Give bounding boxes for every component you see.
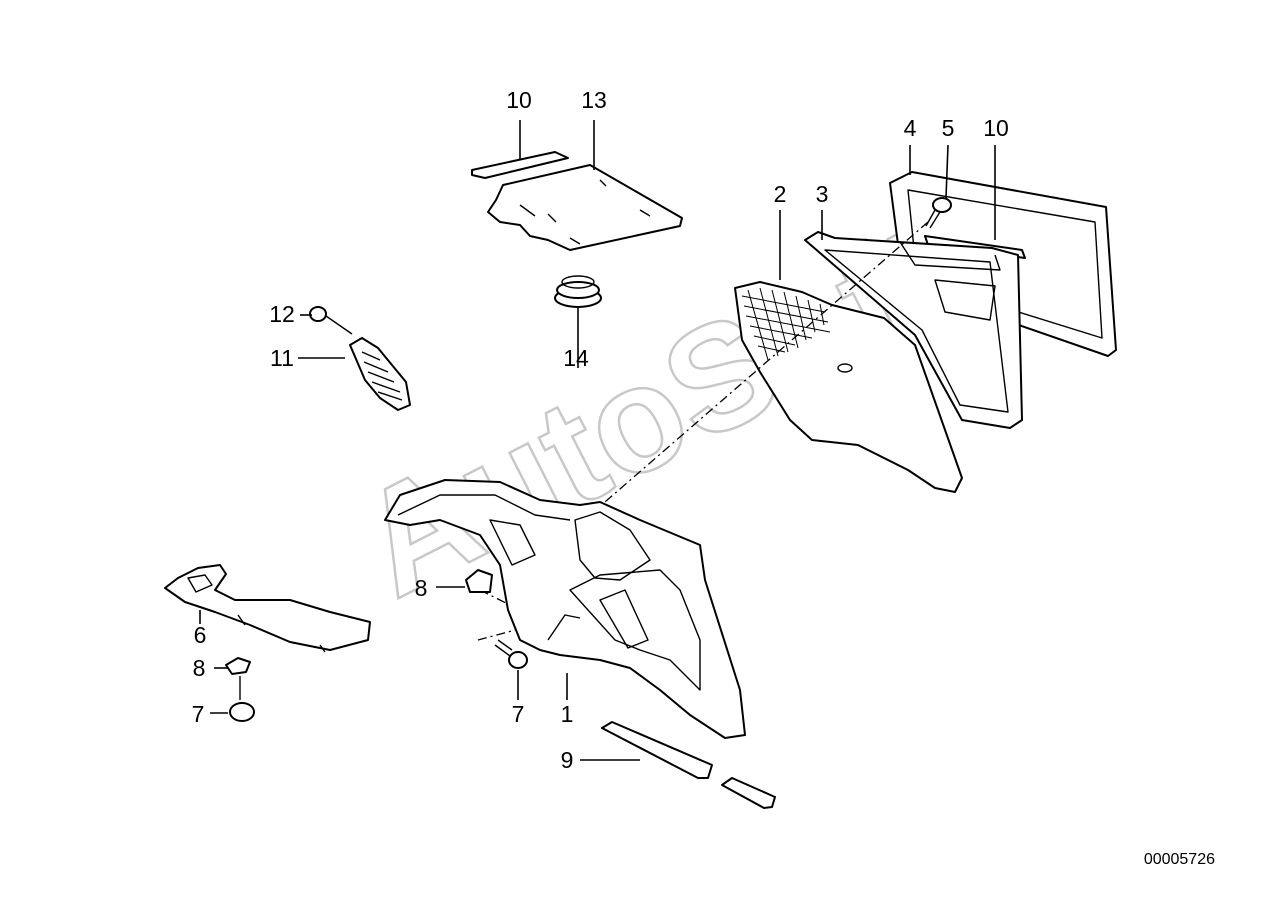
assembly-line-bolt xyxy=(597,221,929,509)
callout-1: 1 xyxy=(561,701,574,727)
callout-4: 4 xyxy=(904,115,917,141)
leader-lines xyxy=(199,120,996,761)
callout-8: 8 xyxy=(415,575,428,601)
diagram-reference-number: 00005726 xyxy=(1144,851,1215,868)
part-2-panel xyxy=(734,281,963,493)
callouts: 10 13 14 4 5 10 2 3 12 11 8 6 8 7 7 1 9 xyxy=(192,87,1009,773)
part-13-plate xyxy=(487,164,683,251)
part-12-fastener xyxy=(309,306,353,335)
callout-12: 12 xyxy=(269,301,295,327)
panel-grid xyxy=(741,287,831,361)
part-11-grille xyxy=(349,337,411,411)
part-8-clip-left xyxy=(225,657,251,675)
callout-9: 9 xyxy=(561,747,574,773)
part-6-bracket xyxy=(164,564,371,653)
part-8-clip-middle xyxy=(465,569,493,593)
part-7-screw-left xyxy=(229,676,255,722)
part-9-strips xyxy=(601,721,776,809)
callout-10: 10 xyxy=(506,87,532,113)
callout-10: 10 xyxy=(983,115,1009,141)
part-10-strip-top xyxy=(471,151,569,179)
callout-6: 6 xyxy=(194,622,207,648)
callout-11: 11 xyxy=(270,345,294,371)
callout-5: 5 xyxy=(942,115,955,141)
callout-8: 8 xyxy=(193,655,206,681)
callout-7: 7 xyxy=(512,701,525,727)
callout-7: 7 xyxy=(192,701,205,727)
part-5-bolt xyxy=(925,197,952,229)
part-1-trim-panel xyxy=(384,479,746,739)
callout-14: 14 xyxy=(563,345,589,371)
part-14-grommet xyxy=(554,275,602,308)
callout-2: 2 xyxy=(774,181,787,207)
callout-13: 13 xyxy=(581,87,607,113)
callout-3: 3 xyxy=(816,181,829,207)
part-7-screw-middle xyxy=(494,639,528,669)
